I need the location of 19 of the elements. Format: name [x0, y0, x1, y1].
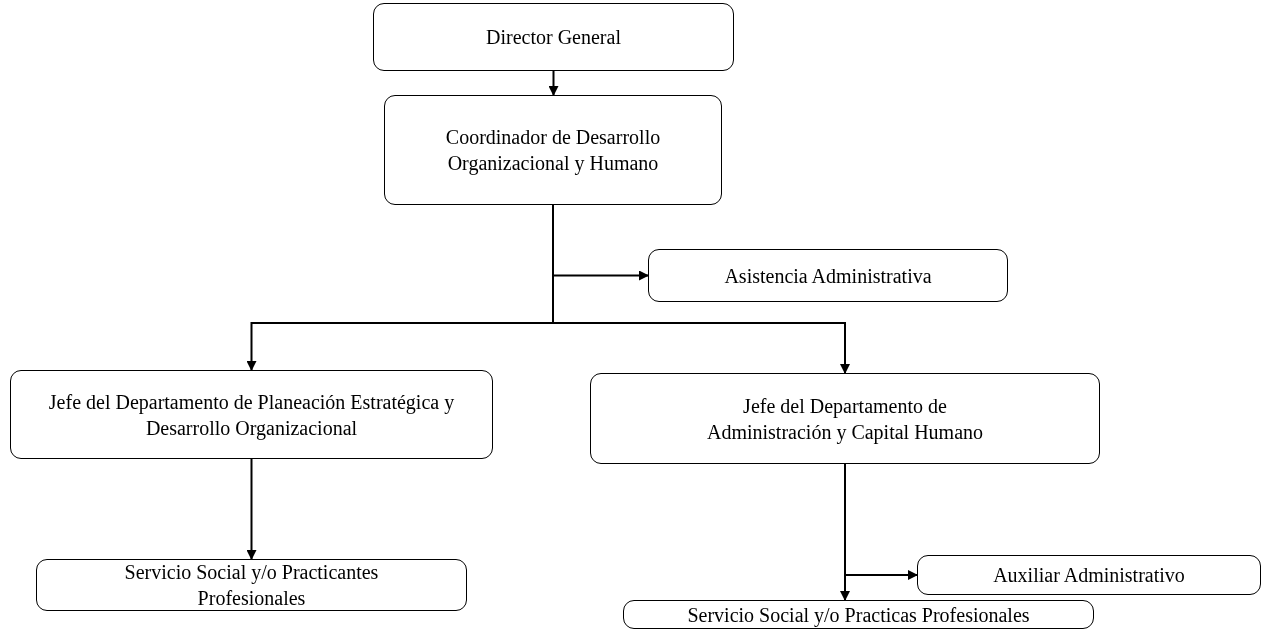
box-label: Auxiliar Administrativo	[993, 563, 1185, 588]
box-label: Servicio Social y/o Practicas Profesionales	[687, 602, 1030, 628]
box-label: Asistencia Administrativa	[724, 263, 932, 289]
org-box	[590, 373, 1100, 464]
box-label: Coordinador de Desarrollo Organizacional y Humano	[444, 125, 662, 176]
box-label: Jefe del Departamento de Administración y Capital Humano	[705, 393, 985, 445]
org-box	[373, 3, 734, 71]
box-label: Director General	[486, 25, 621, 50]
org-box	[10, 370, 493, 459]
org-box	[648, 249, 1008, 302]
box-label: Jefe del Departamento de Planeación Estratégica y Desarrollo Organizacional	[47, 389, 456, 441]
connector-arrow	[548, 70, 559, 96]
connector-arrow	[246, 458, 257, 560]
connector-arrow	[840, 463, 850, 601]
org-box	[917, 555, 1261, 595]
org-box	[36, 559, 467, 611]
box-label: Servicio Social y/o Practicantes Profesionales	[123, 560, 380, 611]
org-box	[623, 600, 1094, 629]
org-box	[384, 95, 722, 205]
